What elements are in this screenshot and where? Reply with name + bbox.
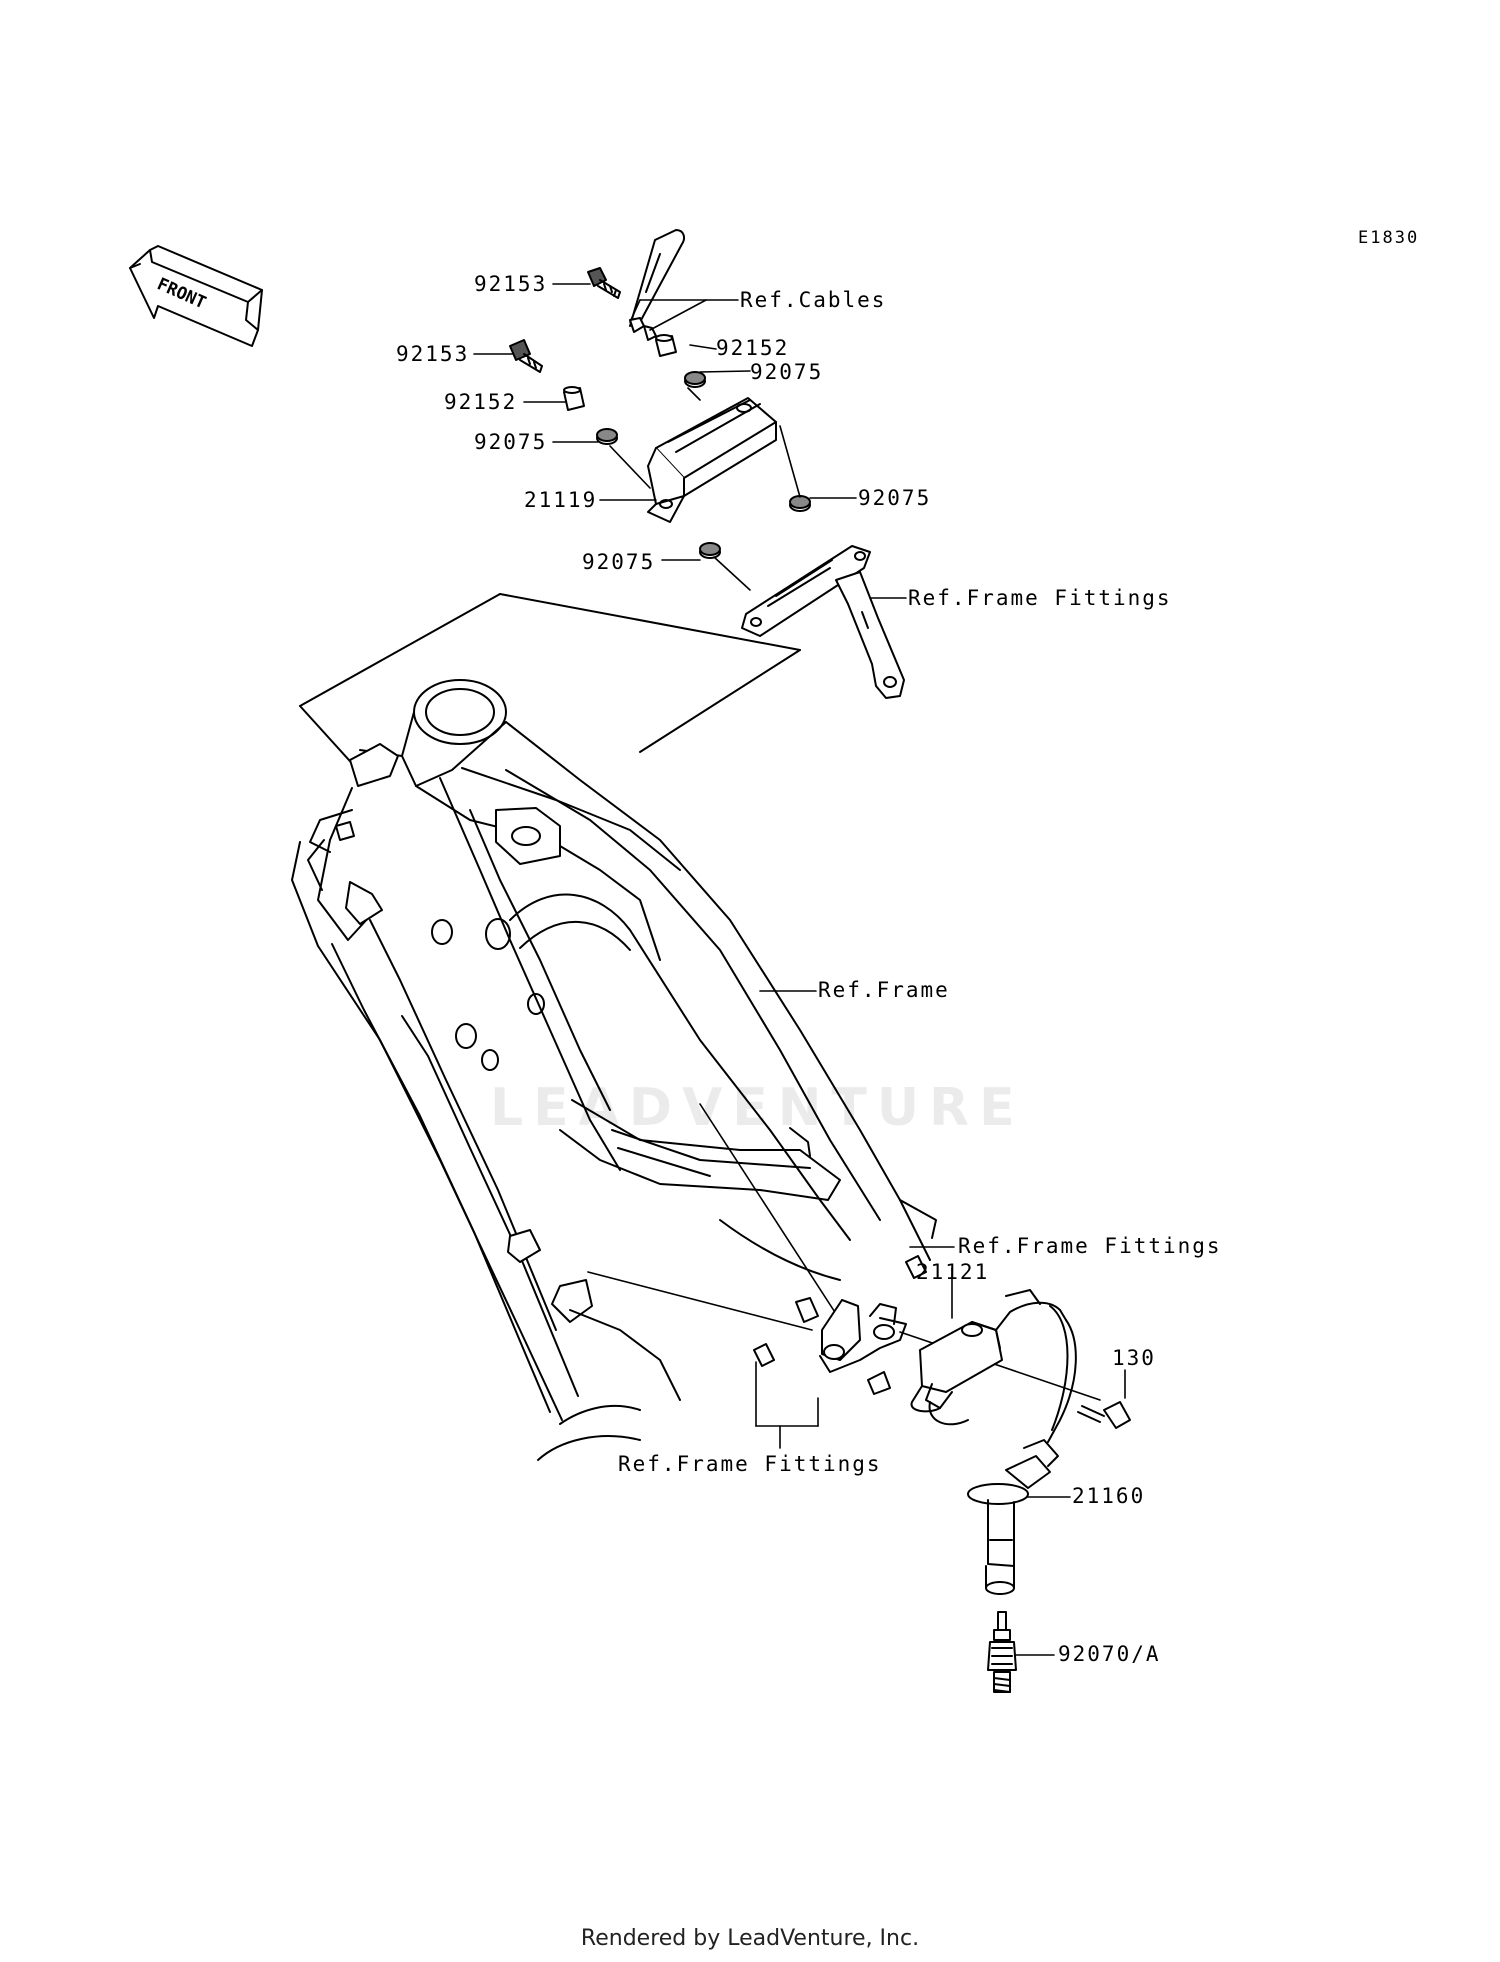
label-plug-cap-21160[interactable]: 21160 [1072, 1484, 1146, 1508]
spark-plug-92070a-drawing [987, 1611, 1017, 1693]
ignitor-21119-drawing [647, 397, 777, 523]
ignitor-bracket-drawing [741, 545, 905, 699]
label-collar-92152-left[interactable]: 92152 [444, 390, 518, 414]
plug-cap-21160-drawing [967, 1439, 1059, 1595]
coil-bracket-drawing [753, 1255, 927, 1395]
label-ignition-coil-21121[interactable]: 21121 [916, 1260, 990, 1284]
label-bolt-92153-lower[interactable]: 92153 [396, 342, 470, 366]
label-ref-frame[interactable]: Ref.Frame [818, 978, 950, 1002]
frame-drawing [291, 679, 937, 1461]
bolt-92153-lower-drawing [509, 339, 543, 373]
label-ref-frame-fittings-mid[interactable]: Ref.Frame Fittings [958, 1234, 1222, 1258]
label-grommet-92075-right[interactable]: 92075 [858, 486, 932, 510]
watermark-text: LEADVENTURE [490, 1078, 1025, 1138]
cable-strap-drawing [629, 229, 685, 341]
label-spark-plug-92070a[interactable]: 92070/A [1058, 1642, 1161, 1666]
label-ref-cables[interactable]: Ref.Cables [740, 288, 887, 312]
label-ignitor-21119[interactable]: 21119 [524, 488, 598, 512]
footer-credit: Rendered by LeadVenture, Inc. [580, 1926, 920, 1951]
bolt-130-drawing [1077, 1401, 1131, 1429]
detail-callout-box [299, 593, 801, 771]
bolt-92153-upper-drawing [587, 267, 621, 299]
front-arrow-icon [129, 245, 263, 347]
label-bolt-130[interactable]: 130 [1112, 1346, 1156, 1370]
ignition-coil-21121-drawing [910, 1289, 1077, 1443]
label-bolt-92153-upper[interactable]: 92153 [474, 272, 548, 296]
collar-92152-left-drawing [563, 386, 585, 411]
label-ref-frame-fittings-top[interactable]: Ref.Frame Fittings [908, 586, 1172, 610]
front-label: FRONT [154, 274, 209, 313]
grommet-92075-drawing [596, 371, 811, 559]
label-grommet-92075-top-left[interactable]: 92075 [474, 430, 548, 454]
label-grommet-92075-top-right[interactable]: 92075 [750, 360, 824, 384]
collar-92152-right-drawing [655, 334, 677, 357]
label-collar-92152-right[interactable]: 92152 [716, 336, 790, 360]
label-ref-frame-fittings-bottom[interactable]: Ref.Frame Fittings [618, 1452, 882, 1476]
label-grommet-92075-bottom[interactable]: 92075 [582, 550, 656, 574]
diagram-code: E1830 [1358, 228, 1420, 248]
front-label-icon: FRONT [154, 274, 209, 313]
leader-lines [473, 283, 1126, 1656]
